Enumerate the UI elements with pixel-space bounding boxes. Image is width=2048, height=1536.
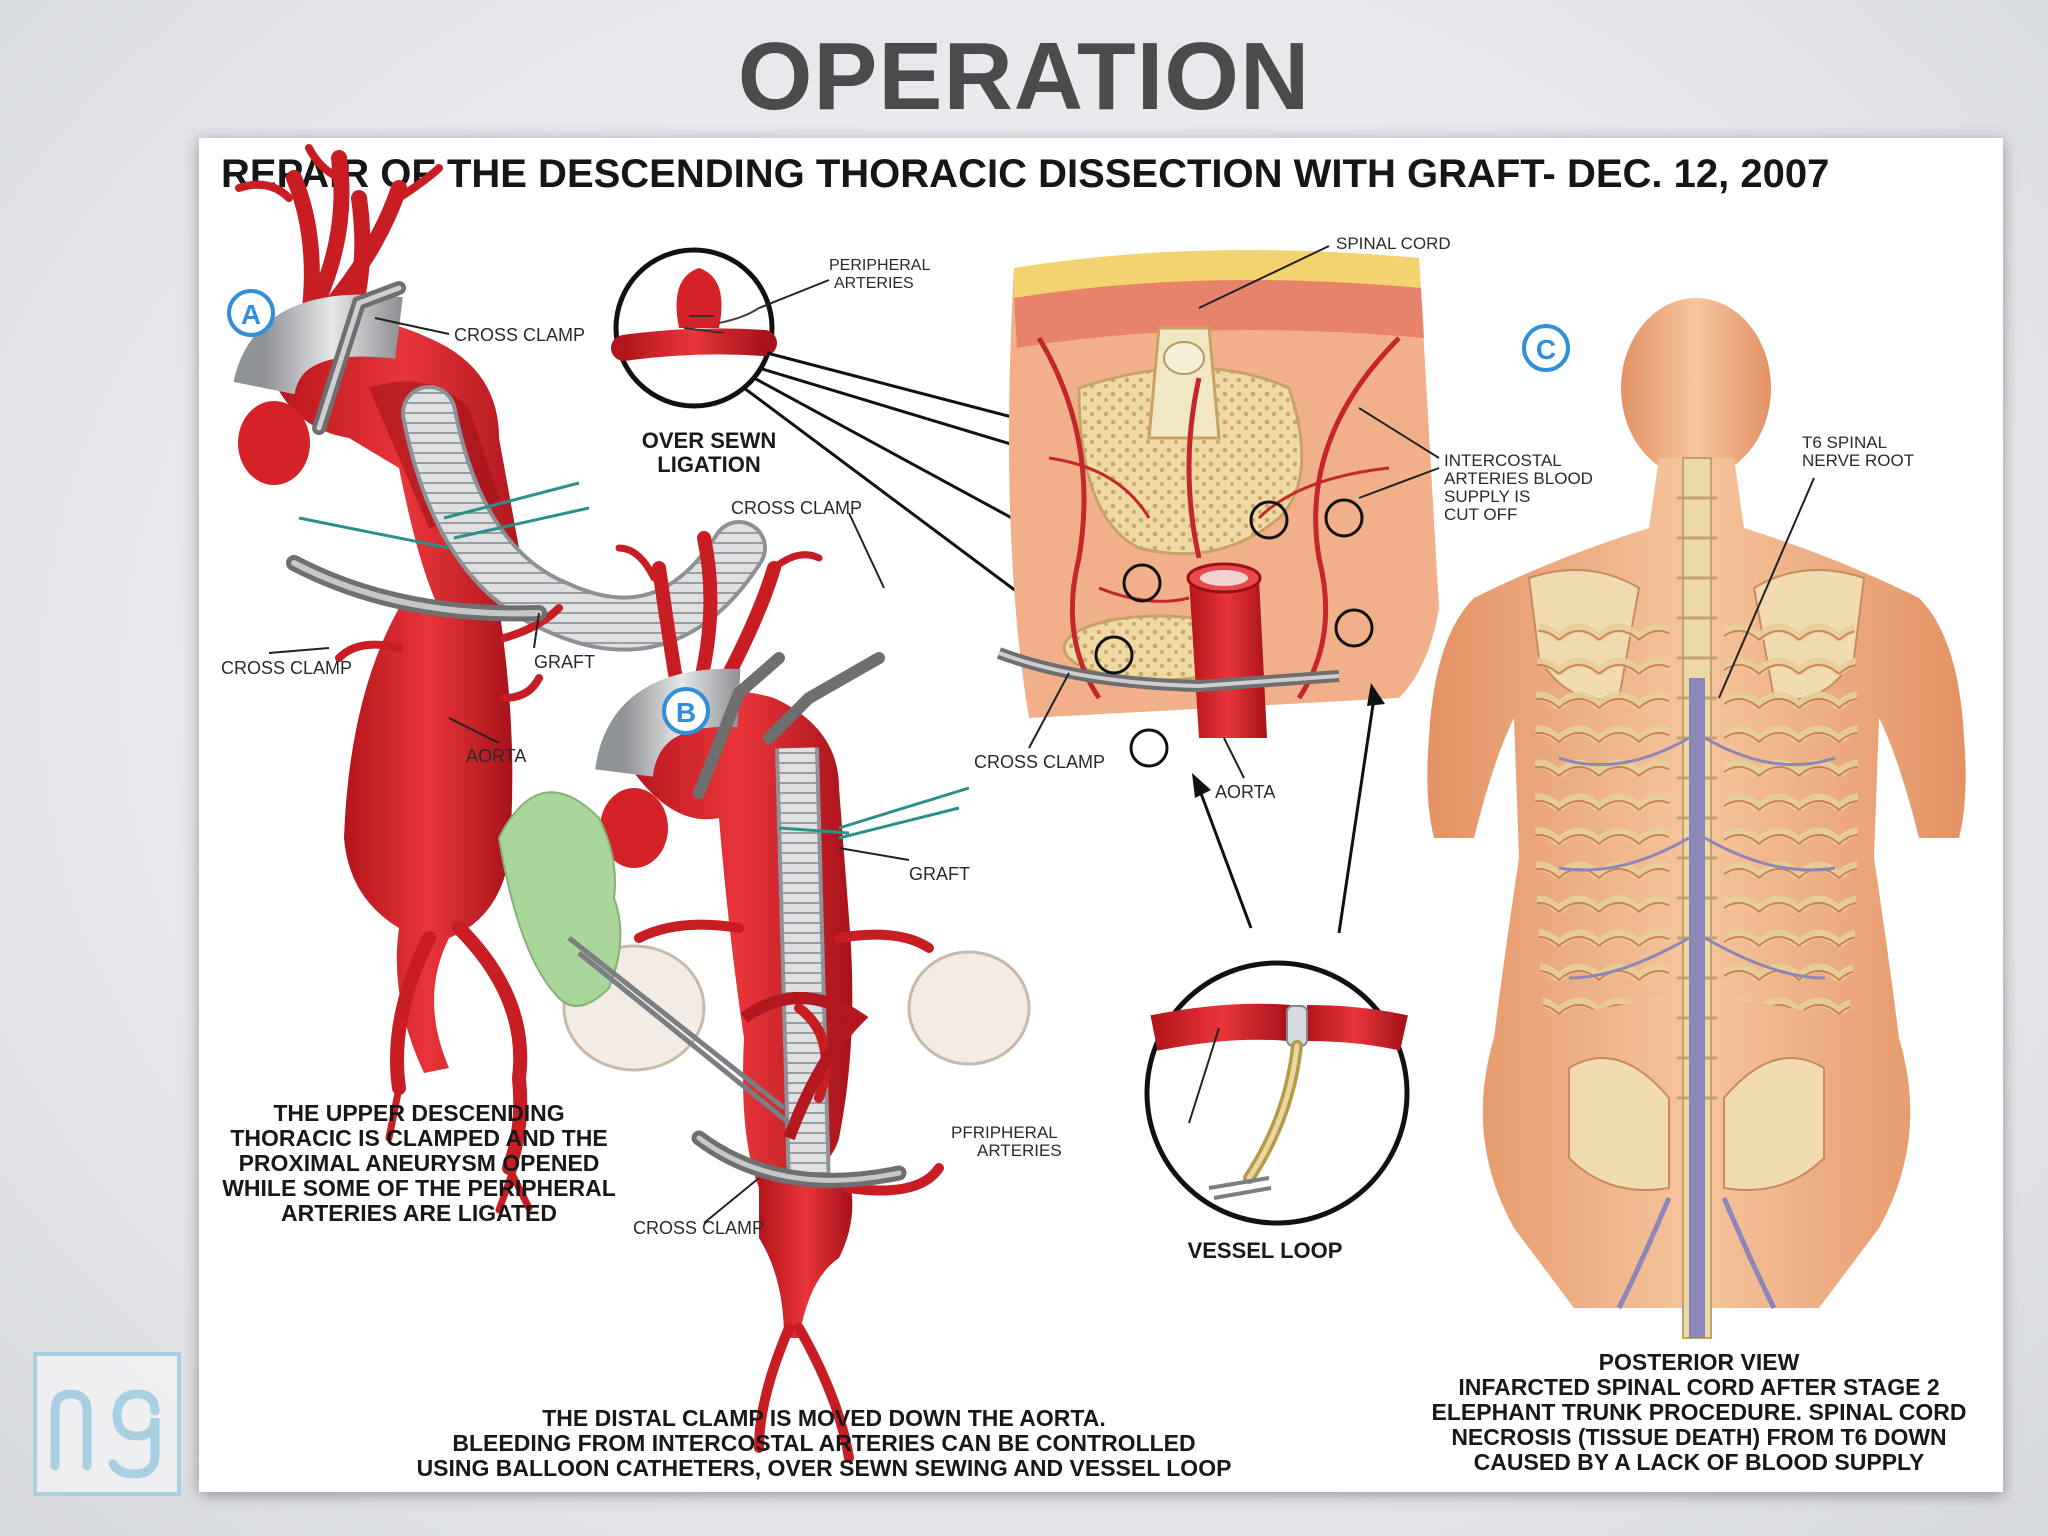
label-t6-1: T6 SPINAL — [1802, 433, 1887, 452]
marker-c-label: C — [1536, 334, 1556, 365]
spine-cross-section — [996, 250, 1439, 768]
caption-figure-b: THE DISTAL CLAMP IS MOVED DOWN THE AORTA… — [416, 1405, 1232, 1481]
label-pferipheral-2: ARTERIES — [977, 1141, 1062, 1160]
panel-title: REPAIR OF THE DESCENDING THORACIC DISSEC… — [221, 152, 1830, 196]
marker-b-label: B — [676, 697, 696, 728]
ligation-inset — [611, 247, 777, 409]
label-spinal-cord: SPINAL CORD — [1336, 234, 1451, 253]
label-vessel-loop: VESSEL LOOP — [1188, 1238, 1343, 1263]
illustration-panel: REPAIR OF THE DESCENDING THORACIC DISSEC… — [199, 138, 2003, 1492]
label-cross-clamp-mid: CROSS CLAMP — [974, 752, 1105, 772]
figure-c-posterior-view — [1427, 298, 1966, 1339]
label-t6-2: NERVE ROOT — [1802, 451, 1914, 470]
label-graft-a: GRAFT — [534, 652, 595, 672]
marker-a-label: A — [241, 299, 261, 330]
label-intercostal-1: INTERCOSTAL — [1444, 451, 1562, 470]
label-cross-clamp-a-top: CROSS CLAMP — [454, 325, 585, 345]
label-peripheral-arteries-2: ARTERIES — [834, 275, 914, 292]
label-intercostal-2: ARTERIES BLOOD — [1444, 469, 1593, 488]
label-pferipheral-1: PFRIPHERAL — [951, 1123, 1058, 1142]
slide-title: OPERATION — [737, 23, 1311, 130]
marker-c — [1522, 324, 1570, 372]
label-over-sewn-2: LIGATION — [657, 452, 760, 477]
label-cross-clamp-b-top: CROSS CLAMP — [731, 498, 862, 518]
label-intercostal-4: CUT OFF — [1444, 505, 1517, 524]
label-aorta-a: AORTA — [466, 746, 526, 766]
ng-logo — [33, 1352, 181, 1496]
label-peripheral-arteries-1: PERIPHERAL — [829, 257, 930, 274]
vessel-loop-inset — [1144, 960, 1410, 1226]
label-cross-clamp-a-bottom: CROSS CLAMP — [221, 658, 352, 678]
label-aorta-mid: AORTA — [1215, 782, 1275, 802]
label-cross-clamp-b-bottom: CROSS CLAMP — [633, 1218, 764, 1238]
label-over-sewn-1: OVER SEWN — [642, 428, 776, 453]
vessel-loop-arrows — [1197, 697, 1376, 934]
figure-b-aorta — [497, 531, 1031, 1463]
label-intercostal-3: SUPPLY IS — [1444, 487, 1530, 506]
surgery-illustration: A CROSS CLAMP CROSS CLAMP GRAFT AORTA PE… — [221, 144, 1966, 1463]
marker-a — [227, 289, 275, 337]
marker-b — [662, 687, 710, 735]
label-graft-b: GRAFT — [909, 864, 970, 884]
figure-a-aorta — [233, 144, 767, 1214]
